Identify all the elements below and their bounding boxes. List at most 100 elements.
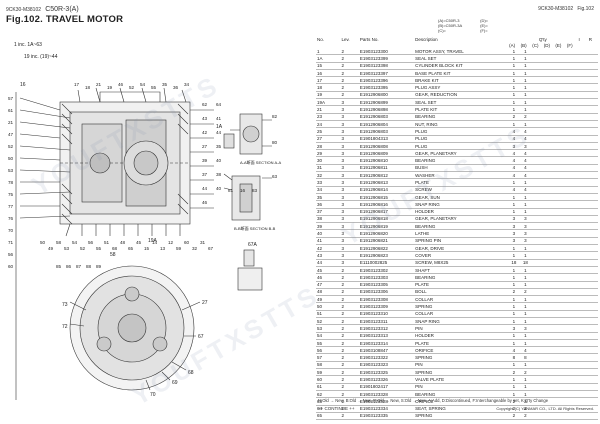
part-callout: 87 (76, 264, 82, 269)
level: 2 (341, 289, 345, 295)
part-no-ref: 48 (317, 289, 323, 295)
part-number: E1903123306 (359, 289, 388, 295)
qty-a: 4 (512, 150, 516, 156)
label-67: 67 (198, 334, 204, 340)
qty-b: 1 (524, 85, 527, 91)
part-no-ref: 63 (317, 398, 323, 404)
description: PLATE KIT (415, 107, 438, 113)
qty-a: 1 (512, 201, 516, 207)
description: BOLL (415, 289, 427, 295)
qty-b: 1 (524, 179, 527, 185)
qty-b: 2 (524, 413, 527, 419)
description: VALVE PLATE (415, 377, 445, 382)
qty-a: 3 (512, 216, 516, 222)
qty-b: 1 (524, 391, 527, 397)
description: NUT, RING (415, 121, 438, 127)
description: COLLAR (415, 311, 434, 317)
part-callout: 81 (228, 188, 234, 193)
part-no-ref: 54 (317, 333, 323, 339)
part-no-ref: 28 (317, 143, 323, 149)
description: GEAR, SUN (415, 194, 440, 200)
qty-a: 1 (512, 377, 516, 382)
description: SPRING PIN (415, 238, 442, 244)
description: HOLDER (415, 209, 434, 215)
part-number: E1912906823 (359, 252, 388, 258)
part-no-ref: 40 (317, 231, 323, 237)
qty-a: 1 (512, 362, 516, 368)
description: PLUG ASSY (415, 85, 441, 91)
level: 3 (341, 150, 345, 156)
part-callout: 52 (129, 85, 135, 90)
label-70: 70 (150, 392, 156, 398)
qty-b: 4 (524, 187, 527, 193)
part-number: E1901804313 (359, 136, 388, 142)
part-callout: 78 (8, 180, 14, 185)
part-no-ref: 38 (317, 216, 323, 222)
part-callout: 49 (48, 246, 54, 251)
level: 3 (341, 121, 345, 127)
part-no-ref: 57 (317, 355, 323, 361)
label-67a: 67A (248, 242, 258, 248)
part-number: E1901802417 (359, 384, 388, 390)
part-number: E1912906819 (359, 223, 388, 229)
qty-a: 3 (512, 223, 516, 229)
part-no-ref: 62 (317, 391, 323, 397)
qty-a: 4 (512, 187, 516, 193)
level: 3 (341, 143, 345, 149)
part-number: E1903123302 (359, 267, 388, 273)
qty-b: 4 (524, 347, 527, 353)
part-number: E1903108847 (359, 347, 388, 353)
level: 2 (341, 413, 345, 419)
qty-a: 1 (512, 391, 516, 397)
part-number: E1903123314 (359, 340, 388, 346)
level: 2 (341, 282, 345, 288)
level: 3 (341, 231, 345, 237)
qty-b: 1 (524, 362, 527, 368)
part-callout: 62 (202, 102, 208, 107)
parts-table: No. Lev. Parts No. Description Q'ty I R … (316, 36, 598, 420)
description: SHAFT (415, 267, 430, 273)
qty-a: 3 (512, 325, 516, 331)
part-no-ref: 37 (317, 209, 323, 215)
description: GEAR, PLANETARY (415, 150, 457, 156)
part-callout: 41 (216, 116, 222, 121)
description: PLATE (415, 340, 429, 346)
label-58: 58 (110, 252, 116, 258)
part-number: E1912906813 (359, 179, 388, 185)
level: 3 (341, 128, 345, 134)
part-callout: 21 (96, 82, 102, 87)
part-callout: 57 (8, 96, 14, 101)
part-callout: 38 (216, 172, 222, 177)
part-callout: 56 (8, 252, 14, 257)
part-number: E1912906803 (359, 128, 388, 134)
part-no-ref: 25 (317, 128, 323, 134)
description: HOLDER (415, 333, 434, 339)
description: SEAL SET (415, 99, 437, 105)
section-a-a: A-A断面 SECTION A-A (240, 159, 281, 165)
description: SNAP RING (415, 318, 440, 324)
description: SEAT, SPRING (415, 406, 446, 412)
level: 2 (341, 70, 345, 76)
level: 2 (341, 325, 345, 331)
description: BRAKE KIT (415, 77, 439, 83)
qty-a: 1 (512, 333, 516, 339)
part-no-ref: 33 (317, 179, 323, 185)
part-no-ref: 60 (317, 377, 323, 382)
part-number: E1903123313 (359, 333, 388, 339)
part-no-ref: 31 (317, 165, 323, 171)
qty-a: 4 (512, 128, 516, 134)
part-callout: 40 (216, 186, 222, 191)
part-callout: 44 (216, 130, 222, 135)
